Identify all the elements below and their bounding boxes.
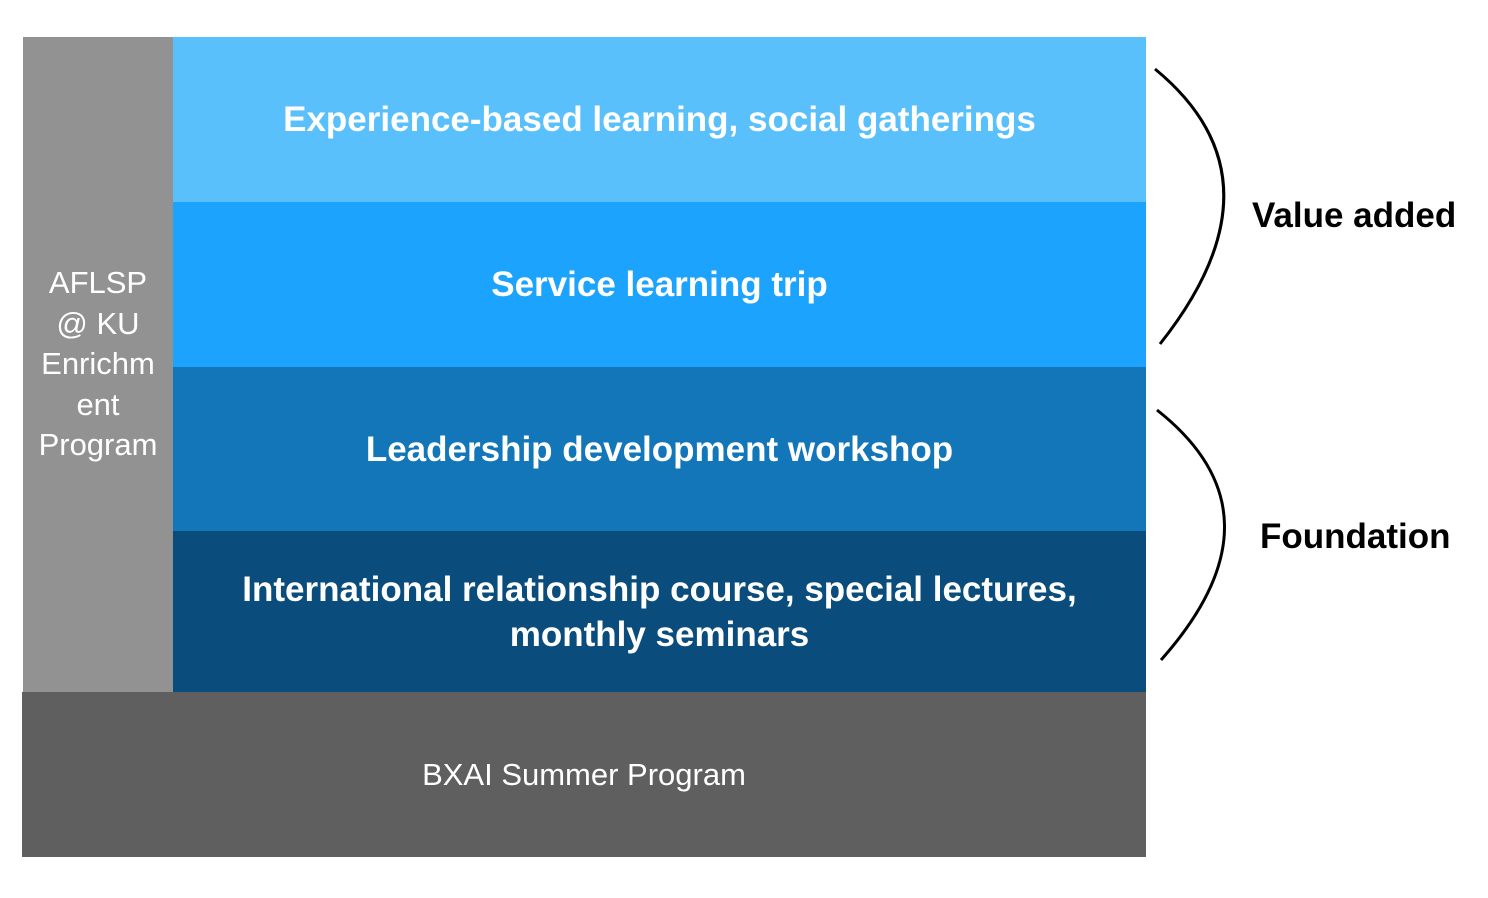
layer-label: Service learning trip bbox=[491, 265, 828, 304]
layer-experience-based-learning: Experience-based learning, social gather… bbox=[173, 37, 1146, 202]
side-panel: AFLSP @ KU Enrichm ent Program bbox=[23, 37, 173, 692]
base-program: BXAI Summer Program bbox=[22, 692, 1146, 857]
value-added-label: Value added bbox=[1252, 196, 1457, 235]
base-program-label: BXAI Summer Program bbox=[422, 756, 746, 792]
upper-bracket bbox=[1154, 67, 1226, 345]
side-panel-label: AFLSP @ KU Enrichm ent Program bbox=[38, 265, 158, 463]
lower-bracket bbox=[1156, 408, 1226, 661]
layer-leadership-workshop: Leadership development workshop bbox=[173, 367, 1146, 531]
layer-label: International relationship course, speci… bbox=[242, 569, 1077, 654]
layer-service-learning-trip: Service learning trip bbox=[173, 202, 1146, 367]
layer-label: Leadership development workshop bbox=[365, 429, 954, 469]
layer-label: Experience-based learning, social gather… bbox=[283, 100, 1036, 139]
layer-international-course: International relationship course, speci… bbox=[173, 531, 1146, 692]
foundation-label: Foundation bbox=[1260, 517, 1451, 556]
